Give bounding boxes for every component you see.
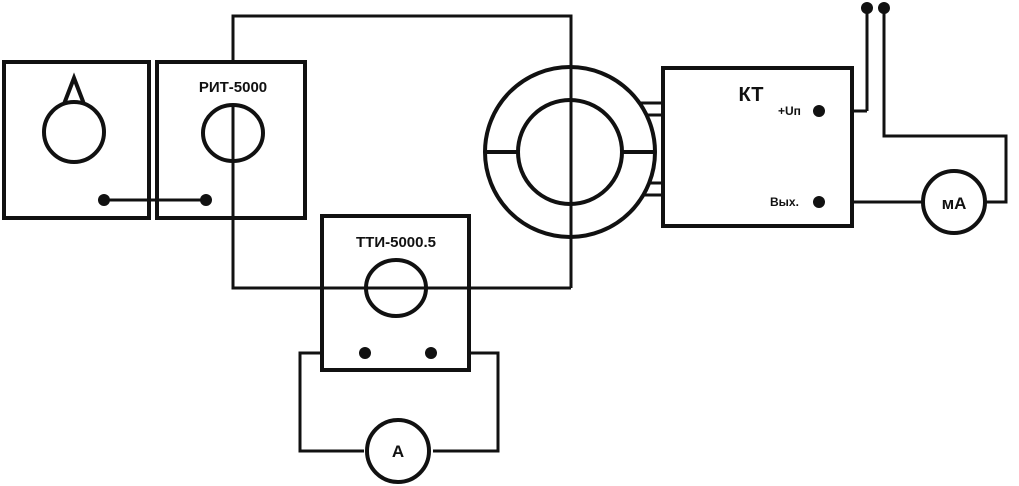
wire-primary-top: [231, 14, 573, 62]
kt-label: КТ: [739, 84, 764, 106]
supply-terminal-plus: [861, 2, 873, 14]
rit-block: РИТ-5000: [155, 60, 307, 220]
generator-pointer-icon: [62, 72, 86, 105]
ammeter: А: [365, 418, 431, 484]
kt-block: КТ +Uп Вых.: [661, 66, 854, 228]
rit-label: РИТ-5000: [199, 79, 267, 96]
milliammeter-label: мА: [942, 194, 967, 213]
kt-terminal-up-label: +Uп: [778, 104, 801, 118]
ammeter-label: А: [392, 442, 404, 461]
tti-label: ТТИ-5000.5: [356, 234, 436, 251]
wire-supply-return: [882, 8, 1008, 204]
ammeter-icon: [365, 418, 431, 484]
tti-terminal-right: [425, 347, 437, 359]
supply-terminal-minus: [878, 2, 890, 14]
kt-terminal-up: [813, 105, 825, 117]
generator-block: [2, 60, 151, 220]
generator-knob-icon: [42, 100, 106, 164]
kt-terminal-out-label: Вых.: [770, 195, 799, 209]
generator-terminal: [98, 194, 110, 206]
milliammeter-icon: [921, 169, 987, 235]
milliammeter: мА: [921, 169, 987, 235]
generator-box: [2, 60, 151, 220]
rit-box: [155, 60, 307, 220]
rit-terminal: [200, 194, 212, 206]
kt-terminal-out: [813, 196, 825, 208]
tti-terminal-left: [359, 347, 371, 359]
ct-ring: [483, 62, 666, 244]
tti-block: ТТИ-5000.5: [320, 214, 471, 372]
